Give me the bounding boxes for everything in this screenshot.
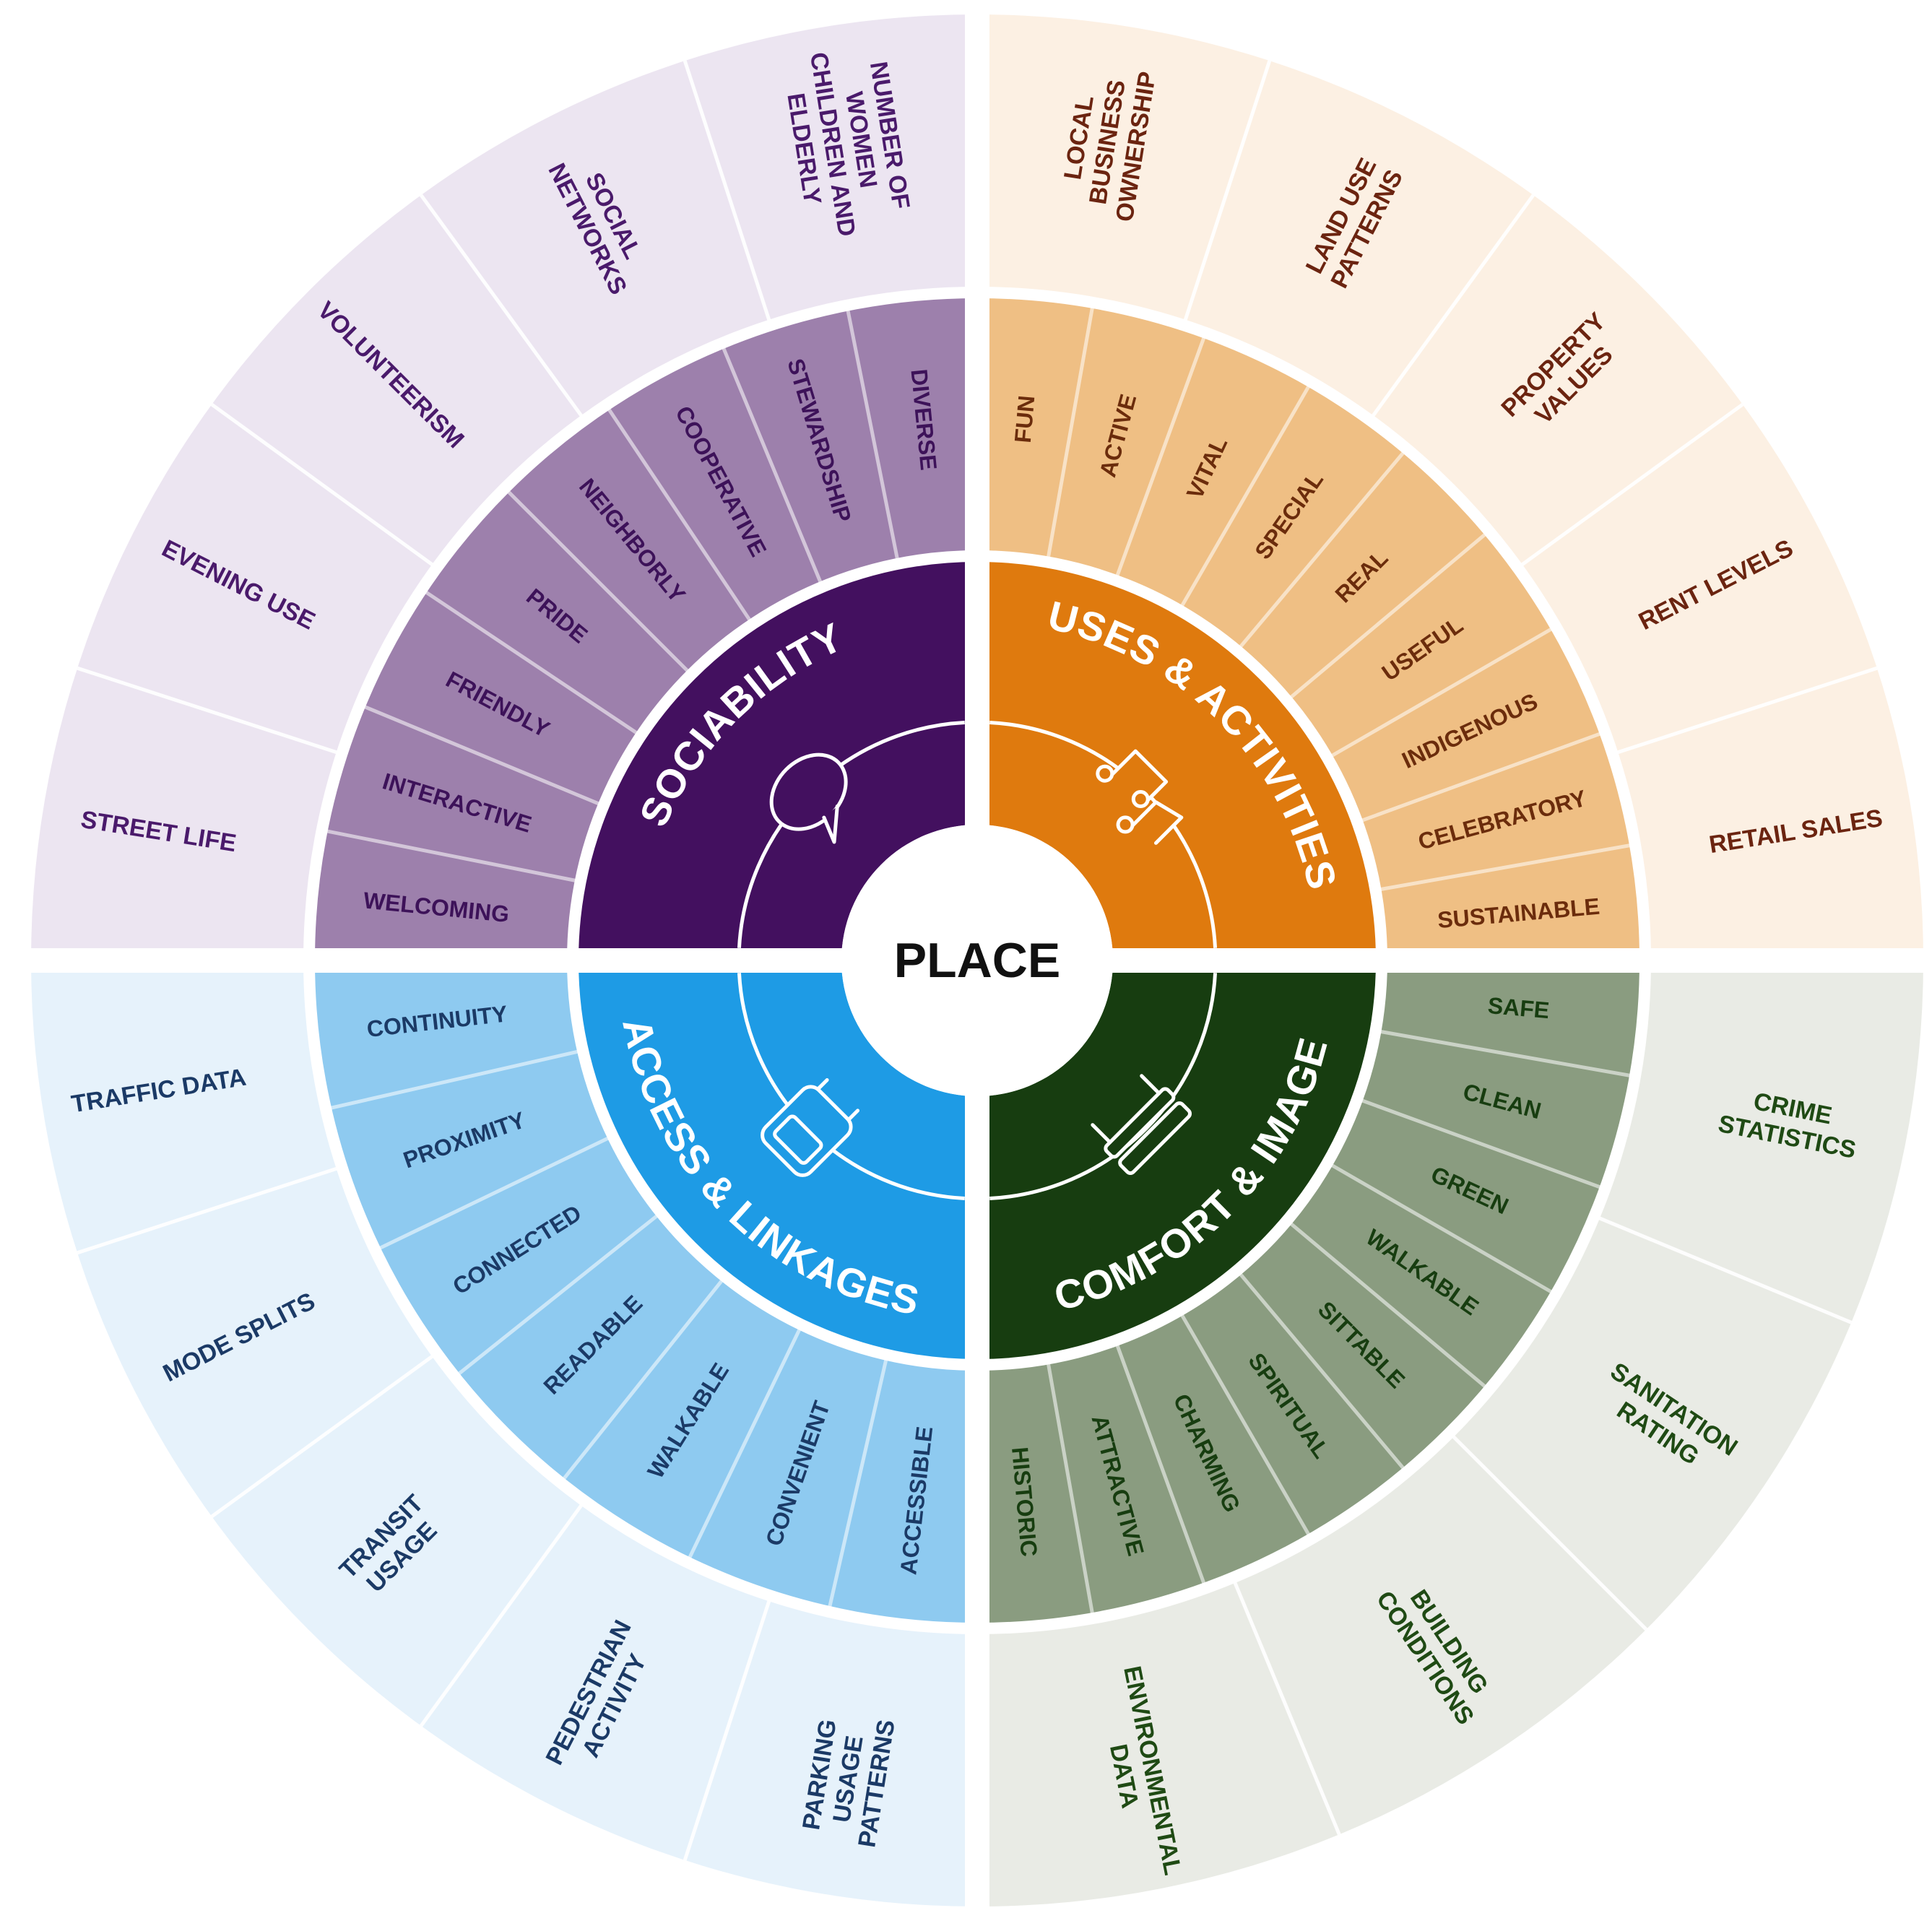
center-label: PLACE <box>894 933 1060 988</box>
uses-measurement-divider <box>1611 666 1878 756</box>
comfort-attribute-divider <box>1356 1097 1606 1191</box>
uses-attribute-divider <box>1045 302 1096 563</box>
comfort-attribute-divider <box>1114 1340 1208 1589</box>
speech-bubble-icon <box>769 752 848 844</box>
uses-middle-band <box>977 292 1645 960</box>
ring-separator <box>303 287 1651 1634</box>
music-notes-icon <box>1096 749 1184 845</box>
comfort-attribute-divider <box>1236 1269 1408 1474</box>
comfort-attribute-divider <box>1326 1161 1557 1296</box>
comfort-measurement-divider <box>1448 1431 1648 1631</box>
access-measurement-divider <box>210 1351 438 1519</box>
center-circle <box>841 825 1113 1096</box>
sociability-attribute-divider <box>605 404 754 625</box>
bench-icon <box>1091 1074 1192 1175</box>
access-middle-band <box>309 960 977 1628</box>
comfort-attribute-divider <box>1177 1309 1313 1540</box>
uses-attribute-divider <box>1114 331 1208 581</box>
bus-icon <box>761 1077 860 1177</box>
sociability-attribute-divider <box>503 487 693 676</box>
uses-measurement-divider <box>1516 402 1744 570</box>
uses-measurement-label: LOCALBUSINESSOWNERSHIP <box>1054 61 1161 224</box>
sociability-measurement-divider <box>419 194 586 422</box>
comfort-attribute-divider <box>1375 1028 1636 1079</box>
access-attribute-divider <box>559 1275 727 1484</box>
sociability-measurement-divider <box>77 666 343 756</box>
sociability-measurement-divider <box>210 402 438 570</box>
center-hub: PLACE <box>841 825 1113 1096</box>
uses-attribute-divider <box>1236 447 1408 652</box>
sociability-attribute-divider <box>321 828 581 884</box>
sociability-core-band <box>573 556 977 960</box>
sociability-measurement-label: NUMBER OFWOMENCHILDREN ANDELDERLY <box>776 41 917 243</box>
sociability-attribute-divider <box>719 342 825 588</box>
access-attribute-divider <box>826 1354 889 1613</box>
sociability-attribute-divider <box>420 588 642 737</box>
access-measurement-divider <box>77 1165 343 1255</box>
comfort-measurement-divider <box>1593 1214 1853 1324</box>
access-attribute-divider <box>325 1049 584 1111</box>
uses-attribute-divider <box>1326 625 1557 760</box>
access-core-band <box>573 960 977 1365</box>
uses-attribute-divider <box>1375 842 1636 893</box>
access-attribute-divider <box>685 1324 804 1563</box>
access-measurement-divider <box>419 1499 586 1727</box>
uses-measurement-divider <box>1368 194 1535 422</box>
uses-attribute-label: FUN <box>1010 394 1040 444</box>
access-attribute-divider <box>374 1134 614 1252</box>
uses-measurement-divider <box>1182 60 1272 326</box>
sociability-measurement-divider <box>683 60 773 326</box>
comfort-attribute-divider <box>1286 1219 1491 1392</box>
comfort-attribute-divider <box>1045 1358 1096 1619</box>
comfort-attribute-label: SAFE <box>1487 992 1551 1023</box>
sociability-attribute-divider <box>359 703 605 808</box>
access-measurement-divider <box>683 1595 773 1861</box>
comfort-middle-band <box>977 960 1645 1628</box>
uses-attribute-divider <box>1286 529 1491 702</box>
ring-separator <box>567 550 1387 1371</box>
comfort-core-band <box>977 960 1382 1365</box>
uses-attribute-divider <box>1356 730 1606 824</box>
sociability-attribute-divider <box>845 305 901 565</box>
access-attribute-divider <box>454 1211 662 1379</box>
uses-core-band <box>977 556 1382 960</box>
comfort-measurement-divider <box>1231 1576 1341 1836</box>
middle-ring-attributes: WELCOMINGINTERACTIVEFRIENDLYPRIDENEIGHBO… <box>309 292 1645 1628</box>
uses-attribute-divider <box>1177 381 1313 612</box>
